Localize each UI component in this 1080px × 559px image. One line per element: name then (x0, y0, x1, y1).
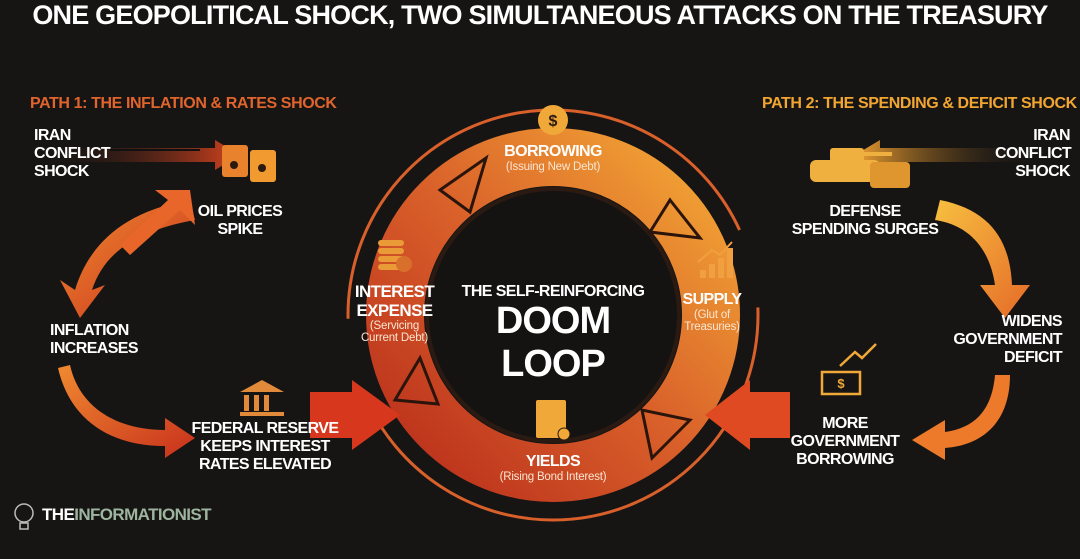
coin-stack-icon (378, 240, 412, 272)
left-iran-shock: IRAN CONFLICT SHOCK (34, 127, 111, 180)
bank-icon (240, 380, 284, 416)
loop-ring (366, 128, 740, 502)
lightbulb-logo-icon (14, 503, 34, 530)
document-icon (536, 400, 571, 441)
oil-barrels-icon (222, 145, 276, 182)
fed-keeps-rates-elevated: FEDERAL RESERVE KEEPS INTEREST RATES ELE… (191, 420, 340, 473)
node-subtitle: (Glut of Treasuries) (684, 308, 740, 333)
node-subtitle: (Servicing Current Debt) (360, 320, 429, 345)
page-title: ONE GEOPOLITICAL SHOCK, TWO SIMULTANEOUS… (32, 0, 1048, 30)
brand-part2: INFORMATIONIST (74, 505, 211, 524)
center-title: DOOM LOOP (495, 300, 611, 385)
left-shock-arrow (40, 140, 240, 170)
inflation-to-oil-arrow (120, 190, 195, 255)
oil-prices-spike: OIL PRICES SPIKE (197, 203, 283, 238)
node-supply: SUPPLY (Glut of Treasuries) (672, 291, 752, 333)
growth-chart-icon (697, 241, 733, 278)
left-feed-arrow (310, 380, 400, 450)
right-iran-shock: IRAN CONFLICT SHOCK (995, 127, 1072, 180)
node-yields: YIELDS (Rising Bond Interest) (453, 453, 653, 483)
brand-logo: THEINFORMATIONIST (42, 505, 212, 525)
node-subtitle: (Issuing New Debt) (505, 160, 601, 173)
ring-arrowheads (392, 154, 704, 462)
inflation-increases: INFLATION INCREASES (50, 322, 139, 357)
deficit-to-borrowing-arrow (912, 375, 1010, 460)
cash-growth-icon: $ (820, 343, 877, 396)
right-feed-arrow (705, 380, 790, 450)
node-title: YIELDS (525, 453, 581, 470)
node-subtitle: (Rising Bond Interest) (499, 470, 607, 483)
node-borrowing: BORROWING (Issuing New Debt) (453, 143, 653, 173)
node-title: SUPPLY (682, 291, 743, 308)
money-bag-icon: $ (538, 105, 568, 135)
center-subtitle: THE SELF-REINFORCING (461, 283, 645, 300)
node-interest-expense: INTEREST EXPENSE (Servicing Current Debt… (352, 282, 437, 344)
more-government-borrowing: MORE GOVERNMENT BORROWING (790, 415, 900, 468)
tanks-icon (810, 148, 910, 188)
brand-part1: THE (42, 505, 75, 524)
right-shock-arrow (855, 140, 1040, 170)
inflation-to-fed-arrow (58, 365, 195, 458)
loop-center (425, 187, 681, 443)
svg-text:$: $ (837, 376, 845, 391)
widens-government-deficit: WIDENS GOVERNMENT DEFICIT (953, 313, 1062, 366)
node-title: INTEREST EXPENSE (354, 282, 435, 321)
defense-to-deficit-arrow (935, 200, 1030, 318)
node-title: BORROWING (504, 143, 602, 160)
path-1-label: PATH 1: THE INFLATION & RATES SHOCK (30, 95, 337, 112)
oil-to-inflation-arrow (60, 200, 195, 318)
path-2-label: PATH 2: THE SPENDING & DEFICIT SHOCK (762, 95, 1077, 112)
defense-spending-surges: DEFENSE SPENDING SURGES (791, 203, 939, 238)
svg-text:$: $ (549, 113, 558, 130)
